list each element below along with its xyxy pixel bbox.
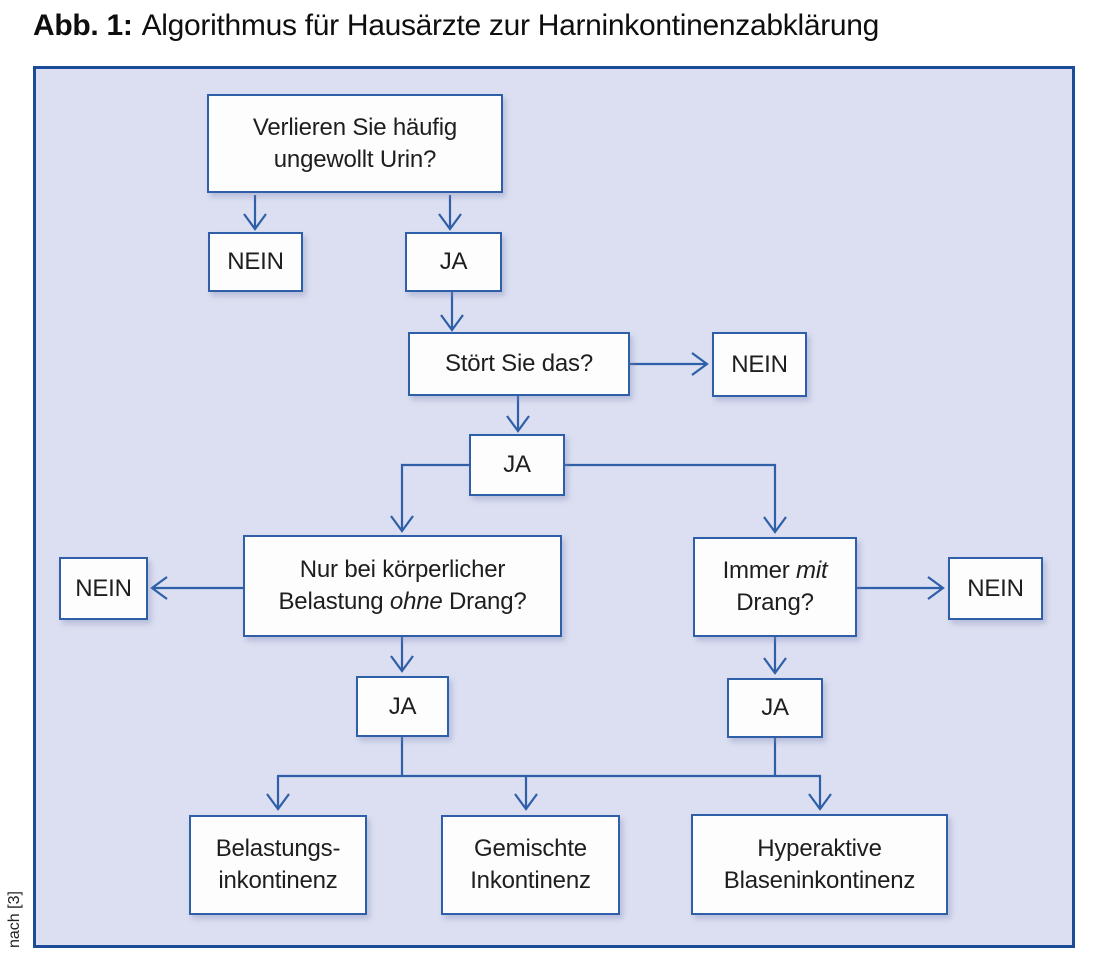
node-text-part: Drang? [442,588,527,615]
node-text-line: NEIN [967,574,1024,602]
node-text-line: NEIN [227,248,284,276]
node-text-line: Blaseninkontinenz [723,866,916,894]
node-text-line: NEIN [731,350,788,378]
node-text-line: Drang? [736,589,814,616]
node-question-drang: Immer mit Drang? [693,537,857,637]
node-text-line: JA [761,694,789,722]
node-text-line: Immer mit [723,555,828,587]
diagram-panel [33,66,1075,948]
node-text-line: Verlieren Sie häufig [252,113,458,141]
node-result-belastungsinkontinenz: Belastungs- inkontinenz [189,815,367,915]
node-ja-3: JA [356,676,449,737]
node-nein-1: NEIN [208,232,303,292]
node-text-line: Stört Sie das? [445,350,593,378]
node-result-gemischte-inkontinenz: Gemischte Inkontinenz [441,815,620,915]
node-text-line: JA [439,248,468,276]
node-text-line: Belastung ohne Drang? [279,586,527,618]
node-nein-4: NEIN [948,557,1043,620]
node-text-line: Hyperaktive [757,834,882,862]
node-ja-1: JA [405,232,502,292]
source-note: nach [3] [6,891,23,948]
node-text-line: Gemischte [474,835,587,863]
node-result-hyperaktive-blaseninkontinenz: Hyperaktive Blaseninkontinenz [691,814,948,915]
node-text-line: inkontinenz [218,867,338,894]
node-ja-2: JA [469,434,565,496]
figure-number-label: Abb. 1: [33,9,133,42]
node-question-belastung: Nur bei körperlicher Belastung ohne Dran… [243,535,562,637]
figure-title: Abb. 1:Algorithmus für Hausärzte zur Har… [33,9,879,43]
node-text-line: ungewollt Urin? [273,145,437,173]
node-text-line: NEIN [75,574,132,602]
node-text-part: Belastung [278,588,390,615]
node-text-italic: mit [796,557,828,585]
figure-title-text: Algorithmus für Hausärzte zur Harninkont… [141,9,880,42]
node-text-part: Immer [722,557,797,585]
node-question-stoert: Stört Sie das? [408,332,630,396]
node-text-line: JA [388,692,417,720]
node-text-italic: ohne [389,588,443,615]
node-text-line: Nur bei körperlicher [299,556,506,584]
node-nein-2: NEIN [712,332,807,397]
node-text-line: JA [503,451,531,479]
node-question-verlieren: Verlieren Sie häufig ungewollt Urin? [207,94,503,193]
node-text-line: Belastungs- [215,835,341,863]
node-text-line: Inkontinenz [470,867,591,894]
node-ja-4: JA [727,678,823,738]
node-nein-3: NEIN [59,557,148,620]
